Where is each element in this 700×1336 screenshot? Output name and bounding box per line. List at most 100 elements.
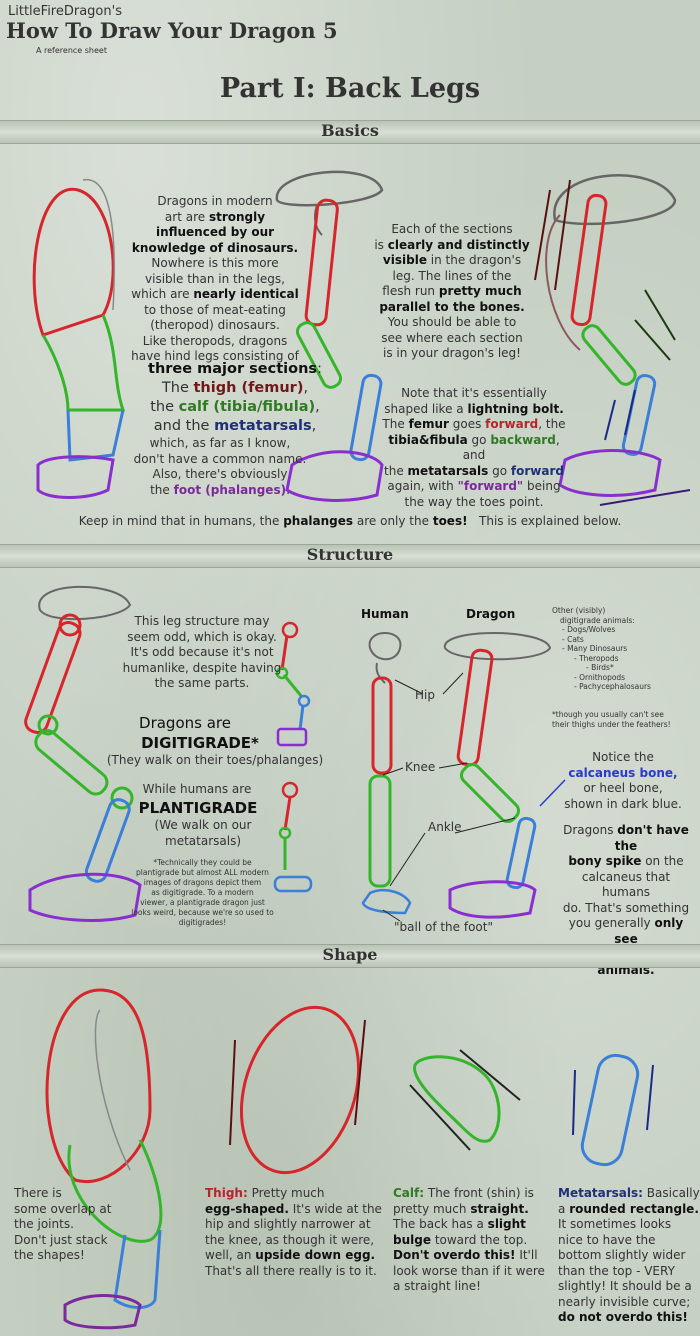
humans-are-label: While humans are	[142, 782, 252, 796]
text-fragment: nearly identical	[193, 287, 299, 301]
plantigrade-label: PLANTIGRADE	[138, 799, 258, 817]
text-fragment: bony spike	[568, 854, 642, 868]
text-fragment: ,	[303, 380, 309, 396]
text-fragment: bottom slightly wider	[558, 1248, 686, 1262]
basics-note: Keep in mind that in humans, the phalang…	[0, 514, 700, 530]
text-fragment: Notice the	[592, 750, 654, 764]
thigh-egg-drawing	[229, 1005, 366, 1175]
text-fragment: do not overdo this!	[558, 1310, 688, 1324]
thigh-label: thigh (femur)	[193, 380, 304, 396]
plantigrade-note: (We walk on our metatarsals)	[118, 818, 288, 849]
text-fragment: art are	[164, 209, 206, 224]
text-fragment: three major sections	[148, 361, 318, 377]
metatarsals-shape-drawing	[572, 1053, 654, 1167]
text-fragment: go	[492, 463, 508, 478]
overlap-note: There is some overlap at the joints. Don…	[14, 1186, 184, 1264]
text-fragment: images of dragons depict them	[143, 878, 262, 887]
text-fragment: Keep in mind that in humans, the	[78, 514, 280, 528]
text-fragment: Also, there's obviously	[152, 467, 288, 481]
basics-leg-lightning-drawing	[534, 174, 691, 506]
text-fragment: clearly and distinctly	[387, 237, 530, 252]
text-fragment: straight.	[470, 1201, 529, 1216]
text-fragment: or heel bone,	[583, 781, 663, 795]
text-fragment: some overlap at	[14, 1201, 112, 1216]
text-fragment: slight	[487, 1217, 526, 1231]
text-fragment: This is explained below.	[479, 514, 622, 528]
list-item: - Pachycephalosaurs	[574, 682, 651, 691]
text-fragment: goes	[452, 417, 482, 431]
text-fragment: and the	[153, 418, 210, 434]
text-fragment: The	[382, 417, 405, 431]
other-digitigrade-list: Other (visibly) digitigrade animals: - D…	[552, 606, 697, 692]
text-fragment: Dragons	[563, 823, 614, 837]
text-fragment: Calf:	[393, 1186, 425, 1200]
text-fragment: the	[150, 482, 170, 497]
calf-label: calf (tibia/fibula)	[178, 399, 316, 415]
basics-paragraph-2: Each of the sections is clearly and dist…	[362, 222, 542, 362]
structure-dragon-leg-drawing	[24, 585, 142, 922]
text-fragment: egg-shaped.	[205, 1201, 289, 1216]
thigh-note: Thigh: Pretty much egg-shaped. It's wide…	[205, 1186, 390, 1279]
text-fragment: a straight line!	[393, 1279, 481, 1293]
metatarsals-note: Metatarsals: Basically a rounded rectang…	[558, 1186, 700, 1326]
digitigrade-label: DIGITIGRADE*	[141, 734, 259, 752]
text-fragment: *Technically they could be	[153, 858, 252, 867]
text-fragment: forward	[485, 417, 539, 431]
text-fragment: to those of meat-eating	[144, 302, 286, 317]
text-fragment: , and	[462, 432, 560, 463]
basics-major-sections: three major sections: The thigh (femur),…	[135, 360, 335, 436]
list-item: - Birds*	[586, 663, 614, 672]
text-fragment: shown in dark blue.	[564, 796, 682, 811]
text-fragment: their thighs under the feathers!	[552, 719, 671, 729]
text-fragment: There is	[14, 1186, 62, 1200]
text-fragment: toes!	[432, 514, 468, 528]
text-fragment: don't have a common name.	[133, 451, 307, 466]
dragon-label: Dragon	[466, 607, 516, 621]
section-divider-shape	[0, 944, 700, 968]
text-fragment: toward the top.	[434, 1232, 528, 1247]
text-fragment: *though you usually can't see	[552, 710, 664, 719]
text-fragment: ,	[315, 399, 320, 415]
metatarsals-label: metatarsals	[214, 418, 312, 434]
text-fragment: humanlike, despite having	[122, 660, 282, 675]
text-fragment: digitigrade animals:	[560, 615, 635, 625]
list-item: - Dogs/Wolves	[562, 625, 616, 634]
list-item: - Many Dinosaurs	[562, 644, 628, 653]
text-fragment: It's odd because it's not	[130, 645, 274, 659]
digitigrade-footnote: *Technically they could be plantigrade b…	[110, 858, 295, 928]
text-fragment: visible	[382, 253, 427, 267]
text-fragment: hip and slightly narrower at	[205, 1217, 371, 1231]
text-fragment: the knee, as though it were,	[205, 1232, 375, 1247]
text-fragment: calcaneus that humans	[581, 869, 671, 900]
text-fragment: nice to have the	[558, 1232, 656, 1247]
sheet-title: How To Draw Your Dragon 5	[6, 18, 338, 43]
text-fragment: Don't just stack	[14, 1232, 108, 1247]
other-digitigrade-note: *though you usually can't see their thig…	[552, 710, 697, 729]
ball-of-foot-label: "ball of the foot"	[394, 920, 493, 934]
text-fragment: seem odd, which is okay.	[127, 629, 277, 644]
text-fragment: is	[374, 237, 384, 252]
section-title-basics: Basics	[321, 121, 379, 140]
text-fragment: do. That's something	[562, 900, 690, 915]
text-fragment: in the dragon's	[430, 253, 522, 267]
text-fragment: which are	[131, 287, 190, 301]
text-fragment: on the	[645, 854, 684, 868]
text-fragment: (We walk on our	[154, 818, 252, 832]
text-fragment: Dragons in modern	[157, 194, 273, 208]
text-fragment: viewer, a plantigrade dragon just	[140, 898, 265, 907]
text-fragment: strongly	[208, 209, 266, 224]
text-fragment: lightning bolt.	[467, 401, 564, 416]
text-fragment: That's all there really is to it.	[205, 1263, 377, 1278]
text-fragment: Nowhere is this more	[151, 256, 279, 270]
text-fragment: you generally	[568, 916, 651, 930]
section-divider-structure	[0, 544, 700, 568]
text-fragment: influenced by our	[155, 225, 275, 239]
text-fragment: You should be able to	[387, 315, 517, 329]
text-fragment: pretty much	[438, 284, 522, 298]
ankle-label: Ankle	[428, 820, 462, 834]
text-fragment: bulge	[393, 1232, 431, 1247]
text-fragment: (theropod) dinosaurs.	[150, 318, 280, 332]
text-fragment: knowledge of dinosaurs.	[131, 240, 299, 255]
text-fragment: a	[558, 1201, 566, 1216]
